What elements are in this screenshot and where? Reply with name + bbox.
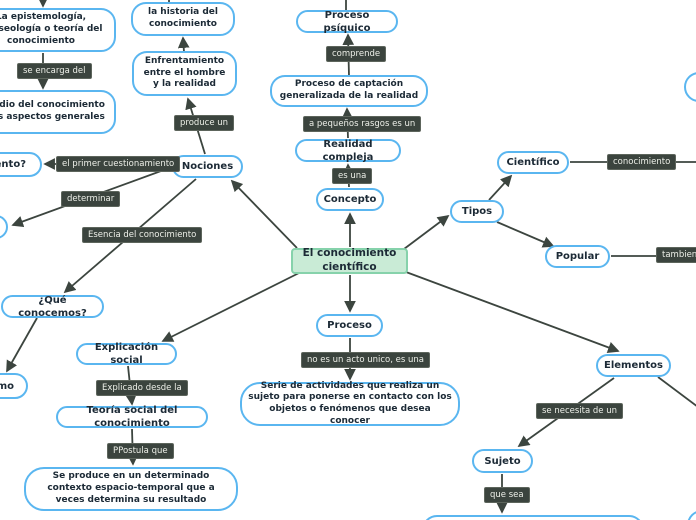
node-concepto[interactable]: Concepto	[316, 188, 384, 211]
connector-arrow	[6, 317, 38, 373]
connector-label-tambien[interactable]: tambien co	[656, 247, 696, 264]
node-proceso-psiquico[interactable]: Proceso psíquico	[296, 10, 398, 34]
connector-label-acto-unico[interactable]: no es un acto unico, es una	[301, 352, 430, 369]
node-serie-actividades[interactable]: Serie de actividades que realiza un suje…	[240, 381, 460, 426]
node-realidad-compleja[interactable]: Realidad compleja	[295, 139, 401, 163]
connector-arrow	[161, 272, 300, 342]
connector-arrow	[496, 221, 555, 248]
connector-label-primer-cuestionamiento[interactable]: el primer cuestionamiento	[56, 156, 181, 173]
node-cuestionamiento-clipped[interactable]: ento?	[0, 152, 42, 177]
connector-arrow	[403, 214, 450, 250]
connector-label-que-sea[interactable]: que sea	[484, 487, 530, 504]
node-enfrentamiento[interactable]: Enfrentamiento entre el hombre y la real…	[132, 51, 237, 96]
connector-arrow	[230, 179, 298, 249]
node-estudio-del-conocimiento[interactable]: Estudio del conocimiento y sus aspectos …	[0, 90, 116, 134]
connector-arrow	[177, 36, 190, 53]
node-central-conocimiento-cientifico[interactable]: El conocimiento científico	[291, 247, 408, 274]
connector-label-rasgos[interactable]: a pequeños rasgos es un	[303, 116, 422, 133]
connector-label-es-una[interactable]: es una	[332, 168, 373, 185]
connector-label-se-encarga[interactable]: se encarga del	[17, 63, 92, 80]
connector-label-explicado[interactable]: Explicado desde la	[96, 380, 188, 397]
node-cientifico[interactable]: Científico	[497, 151, 569, 174]
connector-line	[657, 376, 696, 407]
connector-arrow	[405, 271, 620, 354]
node-nociones[interactable]: Nociones	[172, 155, 243, 178]
connector-label-esencia[interactable]: Esencia del conocimiento	[82, 227, 203, 244]
node-se-produce-contexto[interactable]: Se produce en un determinado contexto es…	[24, 467, 238, 511]
node-que-conocemos[interactable]: ¿Qué conocemos?	[1, 295, 104, 319]
connector-label-ppostula[interactable]: PPostula que	[107, 443, 174, 460]
node-tipos[interactable]: Tipos	[450, 200, 504, 223]
connector-label-se-necesita[interactable]: se necesita de un	[536, 403, 624, 420]
node-epistemologia[interactable]: La epistemología, gnoseología o teoría d…	[0, 8, 116, 52]
connector-label-produce-un[interactable]: produce un	[174, 115, 235, 132]
connector-label-comprende[interactable]: comprende	[326, 46, 387, 63]
node-mo-clipped[interactable]: mo	[0, 373, 28, 399]
node-teoria-social[interactable]: Teoría social del conocimiento	[56, 405, 208, 429]
node-proceso[interactable]: Proceso	[316, 314, 383, 337]
node-elementos[interactable]: Elementos	[596, 354, 671, 377]
node-proceso-de-captacion[interactable]: Proceso de captación generalizada de la …	[270, 75, 428, 107]
connector-label-conocimiento[interactable]: conocimiento	[607, 154, 677, 171]
node-explicacion-social[interactable]: Explicación social	[76, 342, 177, 366]
connector-label-determinar[interactable]: determinar	[61, 191, 121, 208]
node-historia-del-conocimiento[interactable]: la historia del conocimiento	[131, 2, 235, 36]
node-sujeto[interactable]: Sujeto	[472, 449, 533, 473]
node-popular[interactable]: Popular	[545, 245, 610, 268]
connector-arrow	[488, 174, 513, 201]
node-bottom-clipped[interactable]	[422, 515, 644, 520]
